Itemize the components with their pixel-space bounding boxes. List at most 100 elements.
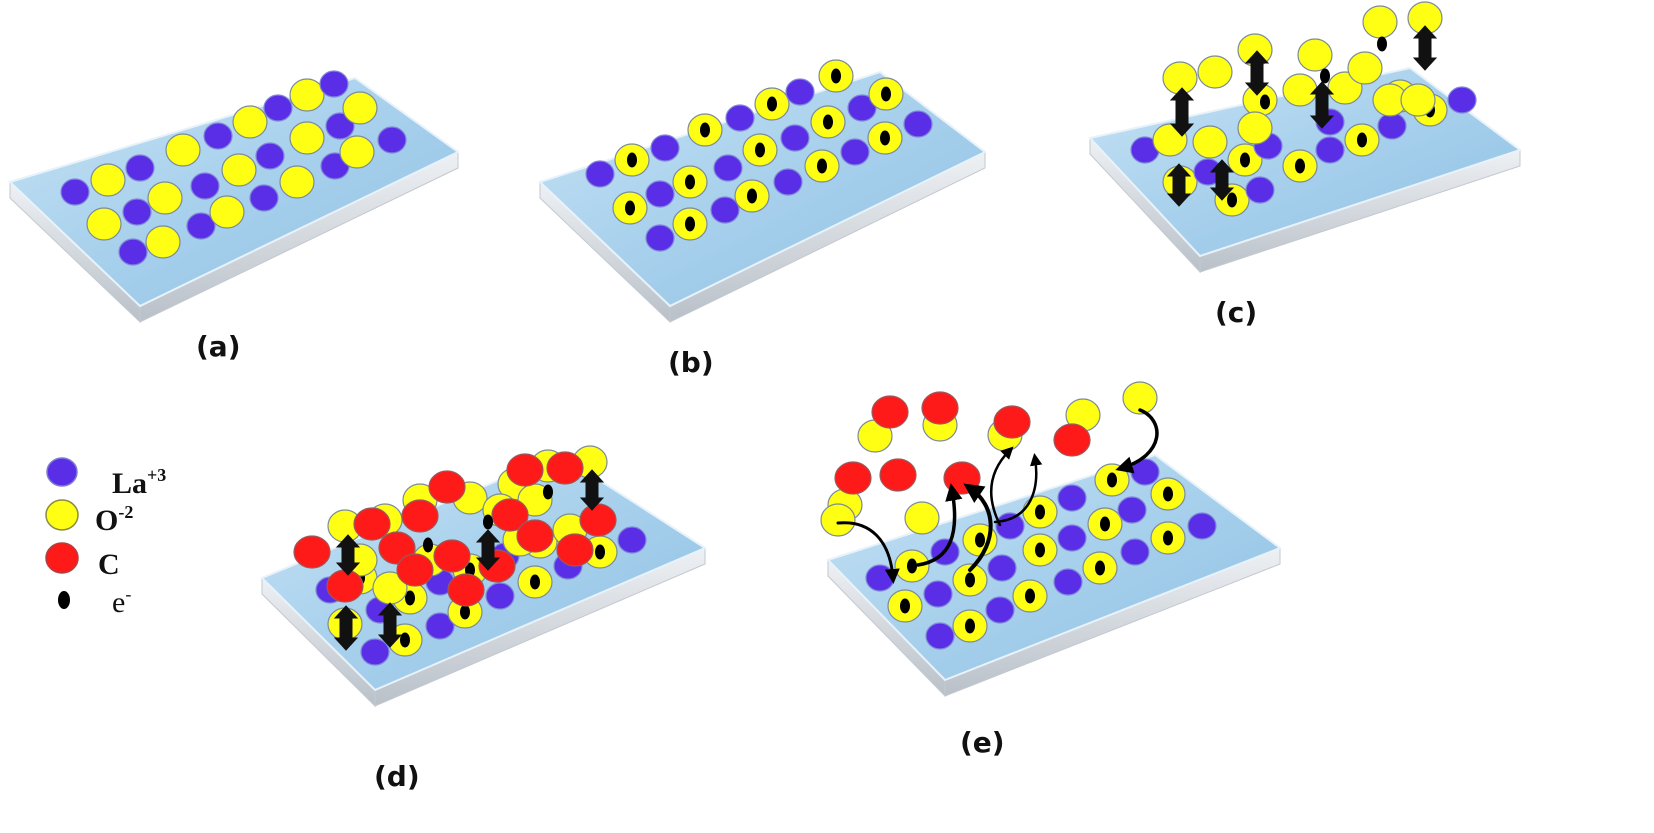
electron (1095, 560, 1105, 576)
oxygen-ion (342, 91, 378, 125)
la-ion (923, 580, 953, 608)
la-ion (118, 238, 148, 266)
double-arrow (475, 529, 501, 571)
electron (747, 188, 757, 204)
carbon-atom (834, 461, 872, 495)
electron (907, 558, 917, 574)
electron (1163, 530, 1173, 546)
la-ion (617, 526, 647, 554)
curved-arrow (1115, 408, 1159, 474)
la-ion (485, 582, 515, 610)
electron (460, 604, 470, 620)
electron (595, 544, 605, 560)
oxygen-ion (1122, 381, 1158, 415)
la-ion (360, 638, 390, 666)
curved-arrow (916, 483, 963, 567)
electron (817, 158, 827, 174)
oxygen-ion (339, 135, 375, 169)
oxygen-ion (145, 225, 181, 259)
la-ion (645, 224, 675, 252)
electron (1163, 486, 1173, 502)
electron (831, 68, 841, 84)
oxygen-ion (1162, 61, 1198, 95)
electron (1240, 152, 1250, 168)
double-arrow (579, 469, 605, 511)
la-ion (903, 110, 933, 138)
oxygen-ion (165, 133, 201, 167)
la-ion (1120, 538, 1150, 566)
la-ion (1117, 496, 1147, 524)
la-ion (1187, 512, 1217, 540)
electron (755, 142, 765, 158)
la-ion (847, 94, 877, 122)
double-arrow (335, 534, 361, 576)
double-arrow (1169, 87, 1195, 137)
la-ion (773, 168, 803, 196)
la-ion (1057, 524, 1087, 552)
electron (1227, 192, 1237, 208)
electron (1107, 472, 1117, 488)
la-ion (203, 122, 233, 150)
electron (1377, 36, 1387, 52)
curved-arrow (993, 453, 1043, 524)
electron (543, 484, 553, 500)
electron (1035, 542, 1045, 558)
electron (530, 574, 540, 590)
la-ion (645, 180, 675, 208)
carbon-atom (1053, 423, 1091, 457)
carbon-atom (396, 553, 434, 587)
curved-arrow (990, 446, 1014, 527)
electron (900, 598, 910, 614)
electron (423, 537, 433, 553)
la-ion (840, 138, 870, 166)
carbon-atom (546, 451, 584, 485)
electron (1100, 516, 1110, 532)
panel-d (260, 445, 708, 708)
oxygen-ion (221, 153, 257, 187)
double-arrow (1209, 159, 1235, 201)
la-ion (263, 94, 293, 122)
legend-o-label: O-2 (95, 502, 133, 537)
double-arrow (1244, 50, 1270, 96)
carbon-atom (879, 458, 917, 492)
la-ion (1377, 112, 1407, 140)
carbon-atom (871, 395, 909, 429)
la-ion (190, 172, 220, 200)
oxygen-ion (1347, 51, 1383, 85)
carbon-atom (293, 535, 331, 569)
panel-a (8, 70, 460, 324)
electron (625, 200, 635, 216)
la-ion (377, 126, 407, 154)
panel-label-b: (b) (668, 346, 714, 379)
la-ion (255, 142, 285, 170)
legend-c-label: C (98, 548, 120, 581)
la-ion (319, 70, 349, 98)
la-ion (1053, 568, 1083, 596)
double-arrow (377, 602, 403, 648)
la-ion (325, 112, 355, 140)
oxygen-ion (820, 503, 856, 537)
carbon-atom (401, 499, 439, 533)
la-ion (780, 124, 810, 152)
curved-arrow (963, 483, 993, 572)
oxygen-ion (147, 181, 183, 215)
carbon-atom (556, 533, 594, 567)
electron (1320, 68, 1330, 84)
oxygen-ion (86, 207, 122, 241)
legend-e-label: e- (112, 584, 131, 619)
electron (881, 86, 891, 102)
electron (880, 130, 890, 146)
la-ion (725, 104, 755, 132)
electron (483, 514, 493, 530)
panel-label-e: (e) (960, 726, 1005, 759)
oxygen-ion (232, 105, 268, 139)
double-arrow (1309, 81, 1335, 129)
electron (975, 532, 985, 548)
oxygen-ion (1192, 125, 1228, 159)
la-ion (925, 622, 955, 650)
la-ion (713, 154, 743, 182)
oxygen-ion (90, 163, 126, 197)
oxygen-ion (1237, 111, 1273, 145)
panel-label-c: (c) (1215, 296, 1257, 329)
